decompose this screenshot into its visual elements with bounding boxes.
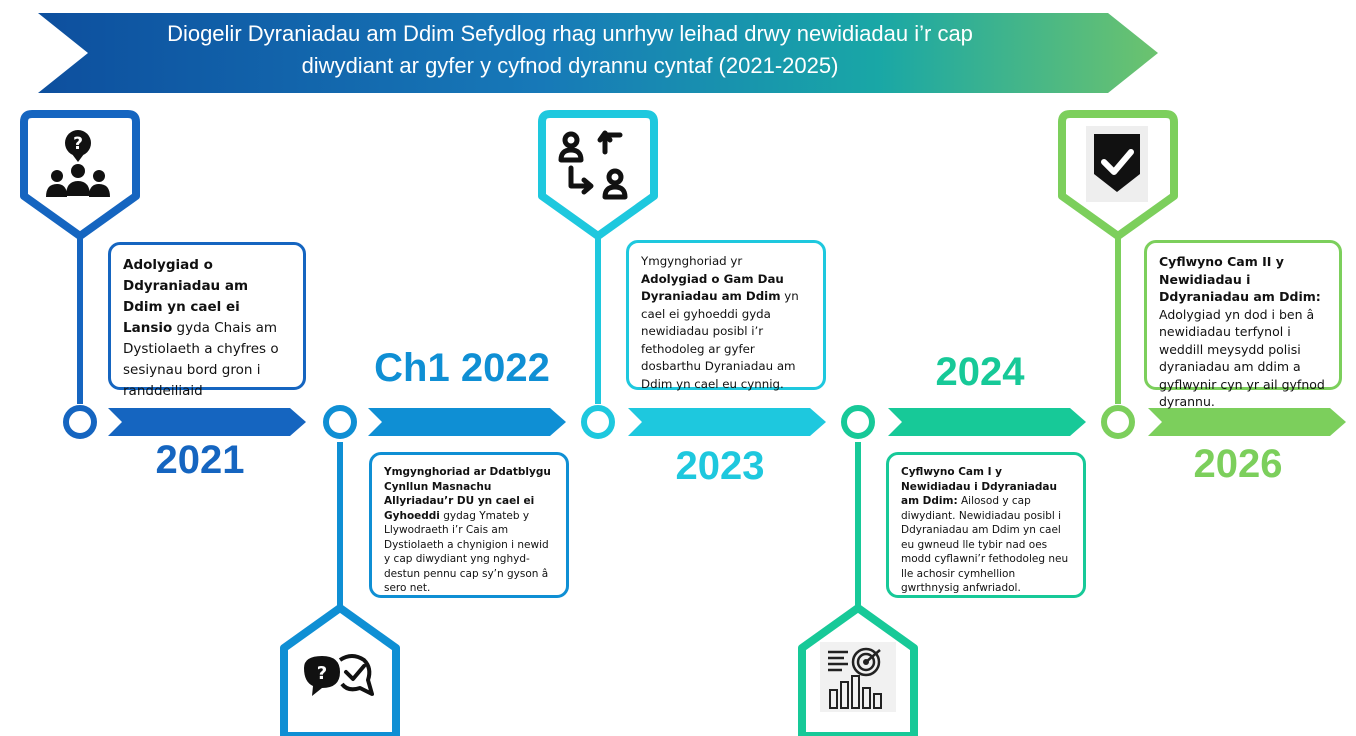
target-chart-icon <box>820 642 896 712</box>
milestone-card-2026: Cyflwyno Cam II y Newidiadau i Ddyraniad… <box>1144 240 1342 409</box>
user-swap-icon <box>558 130 628 200</box>
node-2024 <box>841 405 875 439</box>
milestone-card-q12022: Ymgynghoriad ar Ddatblygu Cynllun Masnac… <box>369 452 569 598</box>
shield-check-icon <box>1086 126 1148 202</box>
card-2021-bold: Adolygiad o Ddyraniadau am Ddim yn cael … <box>123 257 249 336</box>
svg-text:?: ? <box>317 663 327 684</box>
arrow-2026 <box>1148 408 1346 436</box>
arrow-2024 <box>888 408 1086 436</box>
arrow-2023 <box>628 408 826 436</box>
card-q12022-bold: Ymgynghoriad ar Ddatblygu Cynllun Masnac… <box>384 466 551 522</box>
card-2021-text: gyda Chais am Dystiolaeth a chyfres o se… <box>123 320 279 399</box>
node-q12022 <box>323 405 357 439</box>
card-2026-bold: Cyflwyno Cam II y Newidiadau i Ddyraniad… <box>1159 254 1321 304</box>
year-label-2026: 2026 <box>1193 442 1283 486</box>
year-label-2021: 2021 <box>155 438 245 482</box>
card-2024-bold: Cyflwyno Cam I y Newidiadau i Ddyraniada… <box>901 466 1057 507</box>
arrow-2021 <box>108 408 306 436</box>
year-label-q12022: Ch1 2022 <box>374 346 550 390</box>
milestone-card-2023: Ymgynghoriad yr Adolygiad o Gam Dau Dyra… <box>626 240 826 391</box>
card-2026-text: Adolygiad yn dod i ben â newidiadau terf… <box>1159 306 1325 410</box>
card-2023-text: yn cael ei gyhoeddi gyda newidiadau posi… <box>641 289 799 391</box>
banner-line-2: diwydiant ar gyfer y cyfnod dyrannu cynt… <box>301 53 839 78</box>
arrow-q12022 <box>368 408 566 436</box>
banner-arrow <box>38 13 1158 93</box>
card-q12022-text: gydag Ymateb y Llywodraeth i’r Cais am D… <box>384 509 549 595</box>
svg-text:?: ? <box>73 134 83 154</box>
node-2026 <box>1101 405 1135 439</box>
year-label-2024: 2024 <box>935 350 1025 394</box>
question-check-chat-icon: ? <box>304 654 374 696</box>
milestone-card-2021: Adolygiad o Ddyraniadau am Ddim yn cael … <box>108 242 306 399</box>
hex-frame-2023 <box>538 110 658 240</box>
node-2021 <box>63 405 97 439</box>
milestone-card-2024: Cyflwyno Cam I y Newidiadau i Ddyraniada… <box>886 452 1086 598</box>
card-2023-bold: Adolygiad o Gam Dau Dyraniadau am Ddim <box>641 271 784 304</box>
year-label-2023: 2023 <box>675 444 765 488</box>
banner-title: Diogelir Dyraniadau am Ddim Sefydlog rha… <box>90 18 1050 82</box>
node-2023 <box>581 405 615 439</box>
banner-line-1: Diogelir Dyraniadau am Ddim Sefydlog rha… <box>167 21 973 46</box>
card-2024-text: Ailosod y cap diwydiant. Newidiadau posi… <box>901 495 1069 594</box>
question-group-icon: ? <box>46 130 110 197</box>
card-2023-text-pre: Ymgynghoriad yr <box>641 254 743 268</box>
